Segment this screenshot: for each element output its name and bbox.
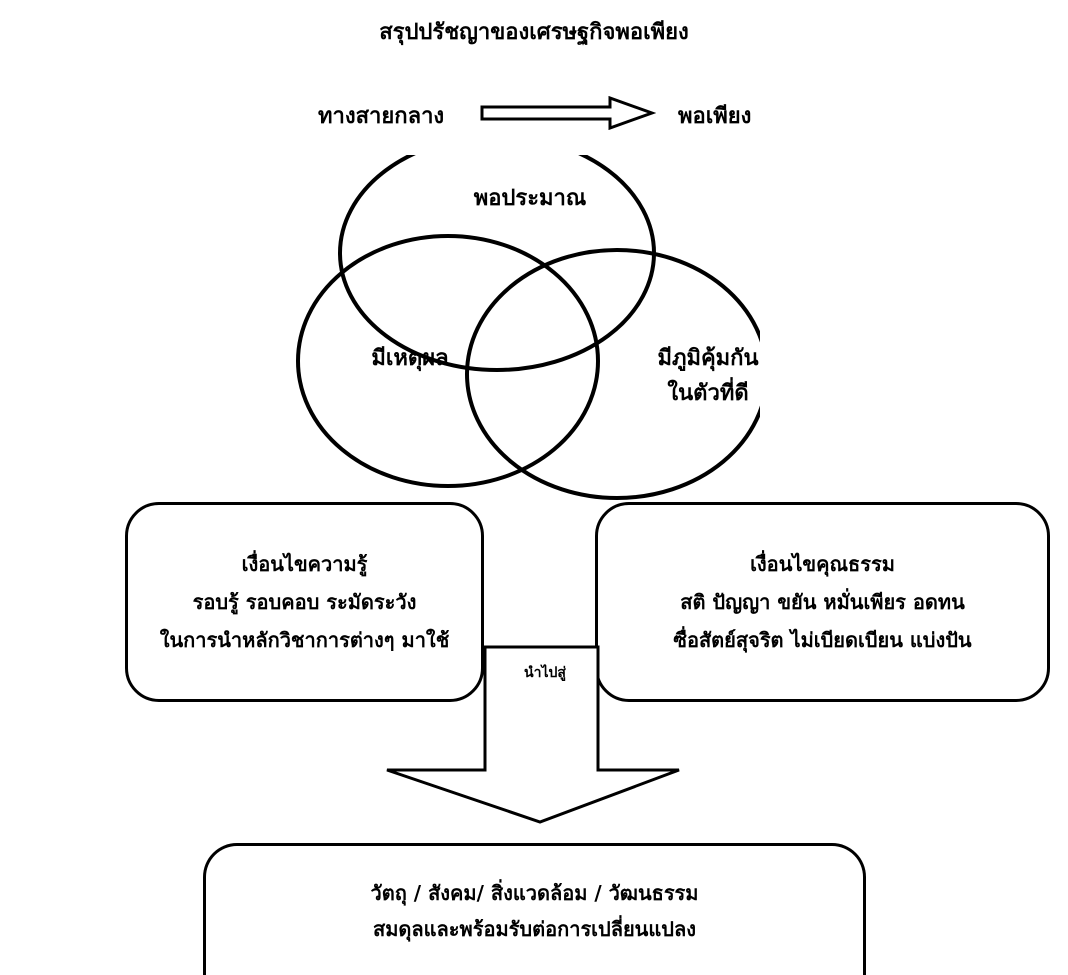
right-arrow-icon — [480, 96, 656, 130]
venn-circle-reasonableness — [296, 234, 600, 488]
knowledge-box-line2: รอบรู้ รอบคอบ ระมัดระวัง — [192, 590, 417, 614]
diagram-title: สรุปปรัชญาของเศรษฐกิจพอเพียง — [379, 20, 689, 45]
leads-to-label: นำไปสู่ — [524, 665, 566, 681]
virtue-box-title: เงื่อนไขคุณธรรม — [750, 552, 895, 576]
result-box-line2: สมดุลและพร้อมรับต่อการเปลี่ยนแปลง — [373, 916, 696, 941]
result-box-line1: วัตถุ / สังคม/ สิ่งแวดล้อม / วัฒนธรรม — [370, 880, 699, 905]
venn-diagram — [296, 155, 760, 500]
venn-label-moderation: พอประมาณ — [473, 186, 587, 211]
flow-label-sufficiency: พอเพียง — [678, 104, 752, 129]
venn-circle-immunity — [465, 248, 760, 500]
virtue-box-line3: ซื่อสัตย์สุจริต ไม่เบียดเบียน แบ่งปัน — [673, 628, 972, 652]
venn-label-reasonableness: มีเหตุผล — [371, 346, 449, 371]
flow-label-middle-path: ทางสายกลาง — [318, 104, 445, 129]
knowledge-condition-box: เงื่อนไขความรู้ รอบรู้ รอบคอบ ระมัดระวัง… — [125, 502, 484, 702]
result-box: วัตถุ / สังคม/ สิ่งแวดล้อม / วัฒนธรรม สม… — [203, 843, 866, 975]
knowledge-box-title: เงื่อนไขความรู้ — [241, 552, 368, 576]
knowledge-box-line3: ในการนำหลักวิชาการต่างๆ มาใช้ — [159, 628, 450, 652]
virtue-box-line2: สติ ปัญญา ขยัน หมั่นเพียร อดทน — [680, 590, 965, 614]
virtue-condition-box: เงื่อนไขคุณธรรม สติ ปัญญา ขยัน หมั่นเพีย… — [595, 502, 1050, 702]
venn-label-immunity-line2: ในตัวที่ดี — [667, 381, 749, 406]
venn-label-immunity-line1: มีภูมิคุ้มกัน — [657, 346, 759, 371]
down-arrow-icon — [386, 645, 680, 824]
